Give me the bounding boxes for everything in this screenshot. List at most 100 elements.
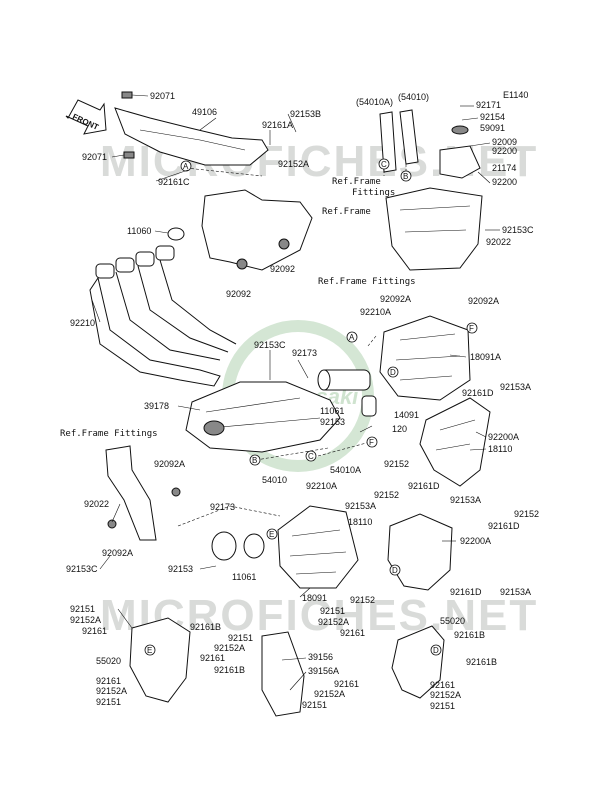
frame-fittings-box (385, 187, 483, 271)
svg-text:92022: 92022 (486, 237, 511, 247)
svg-text:92161B: 92161B (466, 657, 497, 667)
svg-text:92151: 92151 (228, 633, 253, 643)
svg-text:92153: 92153 (168, 564, 193, 574)
grommet-92092A-b (107, 519, 117, 529)
svg-text:92153C: 92153C (254, 340, 286, 350)
svg-text:92152: 92152 (514, 509, 539, 519)
svg-text:55020: 55020 (440, 616, 465, 626)
svg-text:E: E (147, 646, 152, 655)
svg-text:92092: 92092 (270, 264, 295, 274)
gasket-11060 (167, 227, 185, 241)
letter-marker-D1: D (387, 366, 399, 378)
svg-text:D: D (392, 566, 398, 575)
svg-text:18091A: 18091A (470, 352, 501, 362)
svg-text:92210A: 92210A (306, 481, 337, 491)
svg-text:92151: 92151 (320, 606, 345, 616)
bolt-icon (121, 91, 133, 99)
svg-text:92009: 92009 (492, 137, 517, 147)
svg-text:18110: 18110 (348, 517, 372, 527)
svg-text:92151: 92151 (70, 604, 95, 614)
washer-59091 (451, 125, 469, 135)
svg-text:(54010): (54010) (398, 92, 429, 102)
svg-text:92161A: 92161A (262, 120, 293, 130)
muffler-18091 (277, 505, 359, 589)
svg-text:49106: 49106 (192, 107, 217, 117)
frame-bracket-center (201, 189, 313, 271)
svg-text:92152A: 92152A (214, 643, 245, 653)
svg-text:39156A: 39156A (308, 666, 339, 676)
svg-text:92161: 92161 (340, 628, 365, 638)
svg-text:92092A: 92092A (380, 294, 411, 304)
svg-text:92152A: 92152A (96, 686, 127, 696)
svg-text:C: C (308, 452, 314, 461)
part-labels: 92071 49106 92153B 92161A 92071 92152A 9… (66, 91, 539, 711)
clamp-14091 (361, 395, 377, 417)
svg-text:92161D: 92161D (488, 521, 520, 531)
svg-text:D: D (433, 646, 439, 655)
svg-text:C: C (381, 160, 387, 169)
svg-text:92161: 92161 (200, 653, 225, 663)
svg-text:92153: 92153 (320, 417, 345, 427)
letter-marker-A1: A (180, 160, 192, 172)
svg-text:92153A: 92153A (450, 495, 481, 505)
svg-text:11061: 11061 (232, 572, 256, 582)
svg-text:39178: 39178 (144, 401, 169, 411)
letter-marker-D2: D (389, 564, 401, 576)
svg-text:39156: 39156 (308, 652, 333, 662)
svg-text:92171: 92171 (476, 100, 501, 110)
svg-text:92161B: 92161B (214, 665, 245, 675)
svg-text:92071: 92071 (150, 91, 175, 101)
letter-marker-C1: C (378, 158, 390, 170)
svg-text:92153C: 92153C (66, 564, 98, 574)
bracket-54010A (399, 109, 419, 165)
letter-marker-B2: B (249, 454, 261, 466)
diagram-code: E1140 (503, 90, 528, 100)
svg-text:11060: 11060 (127, 226, 151, 236)
svg-text:92161: 92161 (82, 626, 107, 636)
svg-text:92152: 92152 (374, 490, 399, 500)
svg-text:92092A: 92092A (154, 459, 185, 469)
svg-text:92092: 92092 (226, 289, 251, 299)
svg-text:B: B (403, 172, 408, 181)
bracket-54010 (379, 111, 397, 173)
svg-text:92161D: 92161D (408, 481, 440, 491)
panel-39156 (261, 631, 305, 717)
svg-text:A: A (183, 162, 189, 171)
svg-text:92151: 92151 (430, 701, 455, 711)
ref-frame-fittings-2: Ref.Frame Fittings (318, 277, 416, 287)
svg-text:92152A: 92152A (318, 617, 349, 627)
svg-text:54010: 54010 (262, 475, 287, 485)
heat-guard-49106 (114, 107, 269, 166)
svg-text:92200: 92200 (492, 146, 517, 156)
svg-text:18110: 18110 (488, 444, 512, 454)
letter-marker-E2: E (144, 644, 156, 656)
svg-text:E: E (269, 530, 274, 539)
ref-frame-fittings-3: Ref.Frame Fittings (60, 429, 158, 439)
svg-text:92200: 92200 (492, 177, 517, 187)
letter-marker-F1: F (466, 322, 478, 334)
svg-text:92092A: 92092A (102, 548, 133, 558)
svg-text:92153A: 92153A (500, 382, 531, 392)
svg-text:59091: 59091 (480, 123, 505, 133)
ref-frame-fittings-1b: Fittings (352, 188, 395, 198)
cover-18110-lower (387, 513, 453, 591)
svg-text:92161C: 92161C (158, 177, 190, 187)
svg-text:92200A: 92200A (460, 536, 491, 546)
svg-text:21174: 21174 (492, 163, 516, 173)
exhaust-header-pipes (89, 245, 237, 387)
svg-text:92153A: 92153A (345, 501, 376, 511)
cover-55020-right (391, 625, 445, 699)
svg-text:92210: 92210 (70, 318, 95, 328)
svg-text:92152A: 92152A (430, 690, 461, 700)
svg-text:92152: 92152 (384, 459, 409, 469)
grommet-92092b (278, 238, 290, 250)
clamp-11061 (211, 531, 237, 561)
svg-text:92071: 92071 (82, 152, 107, 162)
front-arrow-icon: FRONT (65, 99, 107, 135)
svg-text:92210A: 92210A (360, 307, 391, 317)
svg-text:92092A: 92092A (468, 296, 499, 306)
svg-text:92154: 92154 (480, 112, 505, 122)
svg-text:92022: 92022 (84, 499, 109, 509)
letter-marker-D3: D (430, 644, 442, 656)
